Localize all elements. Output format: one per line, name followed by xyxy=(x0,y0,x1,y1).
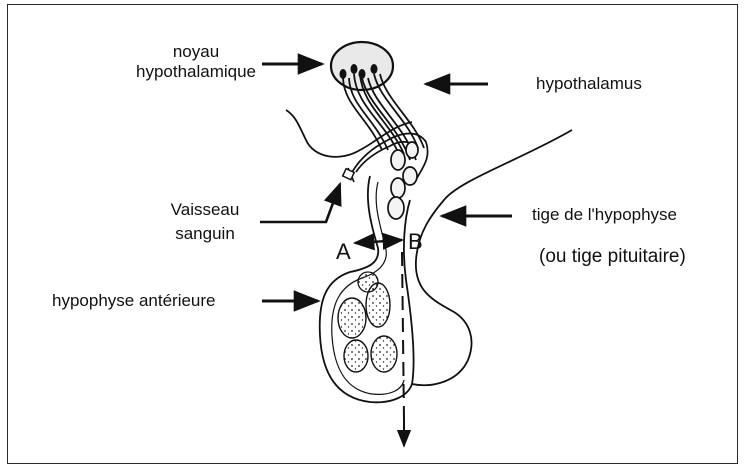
secretion-path xyxy=(402,252,404,446)
label-point-b: B xyxy=(408,230,423,254)
label-tige-pituitaire: (ou tige pituitaire) xyxy=(539,246,686,268)
label-point-a: A xyxy=(336,240,351,264)
portal-vessels xyxy=(350,134,428,220)
label-vaisseau-sanguin: Vaisseau sanguin xyxy=(150,200,260,244)
label-tige-hypophyse: tige de l'hypophyse xyxy=(532,205,677,225)
a-b-double-arrow xyxy=(355,240,402,243)
label-hypothalamus: hypothalamus xyxy=(536,74,642,94)
label-noyau-line2: hypothalamique xyxy=(120,62,272,82)
label-noyau-hypothalamique: noyau hypothalamique xyxy=(120,42,272,82)
label-noyau-line1: noyau xyxy=(120,42,272,62)
arrow-vaisseau xyxy=(260,184,340,222)
label-vaisseau-line1: Vaisseau xyxy=(150,200,260,220)
label-vaisseau-line2: sanguin xyxy=(150,224,260,244)
label-hypophyse-anterieure: hypophyse antérieure xyxy=(52,291,216,311)
